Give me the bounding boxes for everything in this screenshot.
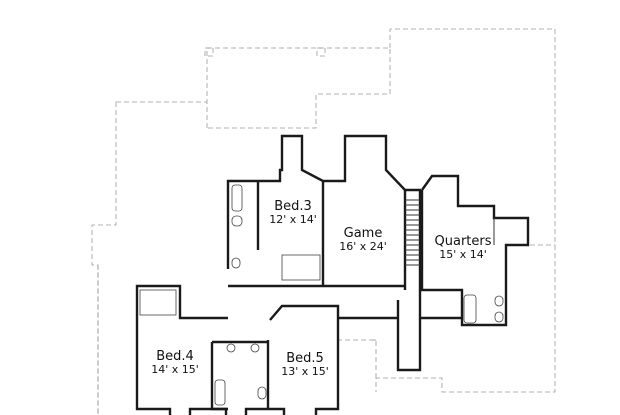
room-label-bed-3: Bed.3 12' x 14' — [258, 200, 328, 225]
room-name: Game — [343, 226, 383, 241]
roof-outline — [91, 28, 556, 415]
room-name: Bed.5 — [286, 351, 324, 366]
room-dimensions: 16' x 24' — [339, 239, 387, 253]
room-dimensions: 13' x 15' — [281, 364, 329, 378]
room-label-bed-4: Bed.4 14' x 15' — [140, 350, 210, 375]
room-name: Quarters — [434, 234, 492, 249]
room-label-bed-5: Bed.5 13' x 15' — [270, 352, 340, 377]
fixtures — [139, 184, 504, 406]
room-dimensions: 15' x 14' — [439, 247, 487, 261]
room-label-game: Game 16' x 24' — [328, 227, 398, 252]
room-name: Bed.3 — [274, 199, 312, 214]
room-dimensions: 12' x 14' — [269, 212, 317, 226]
room-dimensions: 14' x 15' — [151, 362, 199, 376]
room-label-quarters: Quarters 15' x 14' — [428, 235, 498, 260]
room-name: Bed.4 — [156, 349, 194, 364]
walls — [135, 134, 530, 415]
